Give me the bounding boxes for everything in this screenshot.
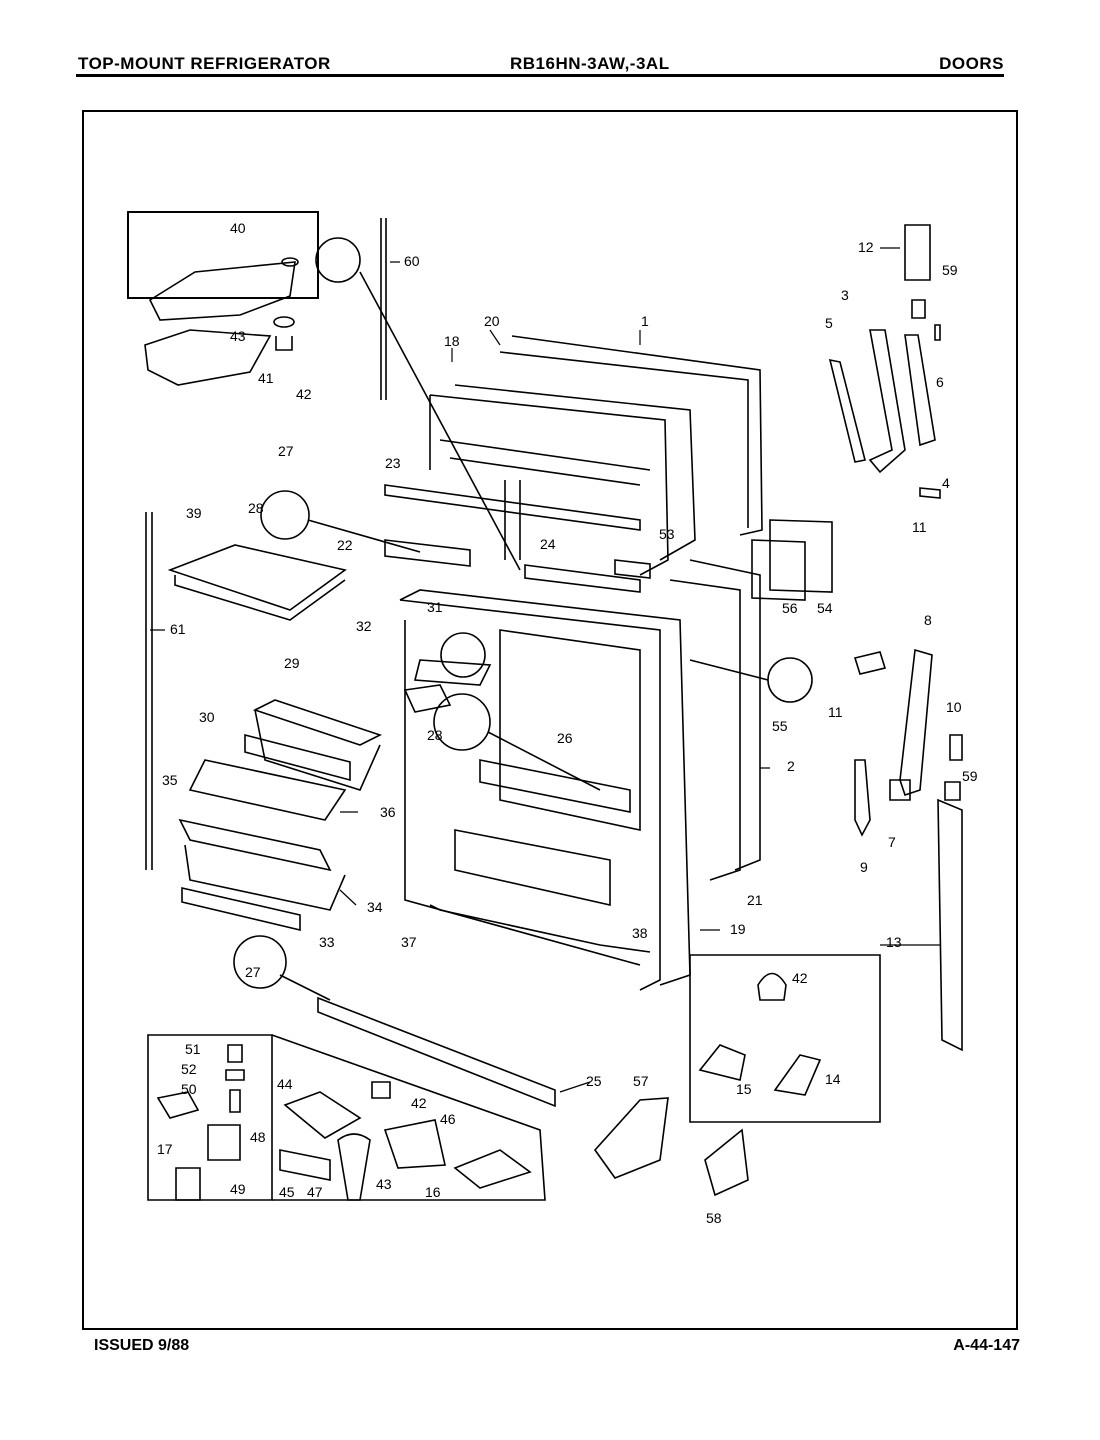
part-label-24: 24 xyxy=(540,536,556,552)
part-label-13: 13 xyxy=(886,934,902,950)
part-label-34: 34 xyxy=(367,899,383,915)
part-label-42-bottom: 42 xyxy=(411,1095,427,1111)
part-label-9: 9 xyxy=(860,859,868,875)
part-label-1: 1 xyxy=(641,313,649,329)
part-label-11-lower: 11 xyxy=(828,704,843,720)
part-label-39: 39 xyxy=(186,505,202,521)
part-label-45: 45 xyxy=(279,1184,295,1200)
part-label-55: 55 xyxy=(772,718,788,734)
part-label-53: 53 xyxy=(659,526,675,542)
part-label-25: 25 xyxy=(586,1073,602,1089)
part-label-54: 54 xyxy=(817,600,833,616)
part-label-29: 29 xyxy=(284,655,300,671)
diagram-frame xyxy=(82,110,1018,1330)
part-label-27-lower: 27 xyxy=(245,964,261,980)
part-label-57: 57 xyxy=(633,1073,649,1089)
part-label-22: 22 xyxy=(337,537,353,553)
part-label-18: 18 xyxy=(444,333,460,349)
part-label-59-lower: 59 xyxy=(962,768,978,784)
part-label-4: 4 xyxy=(942,475,950,491)
part-label-51: 51 xyxy=(185,1041,201,1057)
part-label-61: 61 xyxy=(170,621,186,637)
part-label-59-upper: 59 xyxy=(942,262,958,278)
diagram-code: A-44-147 xyxy=(953,1337,1020,1354)
part-label-46: 46 xyxy=(440,1111,456,1127)
part-label-2: 2 xyxy=(787,758,795,774)
part-label-11-upper: 11 xyxy=(912,519,927,535)
product-title: TOP-MOUNT REFRIGERATOR xyxy=(78,54,331,73)
part-label-31: 31 xyxy=(427,599,443,615)
part-label-27-upper: 27 xyxy=(278,443,294,459)
part-label-19: 19 xyxy=(730,921,746,937)
part-label-42-top: 42 xyxy=(296,386,312,402)
part-label-33: 33 xyxy=(319,934,335,950)
part-label-23: 23 xyxy=(385,455,401,471)
part-label-14: 14 xyxy=(825,1071,841,1087)
part-label-40: 40 xyxy=(230,220,246,236)
part-label-52: 52 xyxy=(181,1061,197,1077)
part-label-28-lower: 28 xyxy=(427,727,443,743)
part-label-26: 26 xyxy=(557,730,573,746)
part-label-41: 41 xyxy=(258,370,274,386)
part-label-32: 32 xyxy=(356,618,372,634)
part-label-8: 8 xyxy=(924,612,932,628)
part-label-50: 50 xyxy=(181,1081,197,1097)
part-label-38: 38 xyxy=(632,925,648,941)
diagram-drawing xyxy=(127,211,963,1201)
part-label-43-top: 43 xyxy=(230,328,246,344)
part-label-3: 3 xyxy=(841,287,849,303)
part-label-15: 15 xyxy=(736,1081,752,1097)
inset-box-hinge xyxy=(127,211,319,299)
part-label-56: 56 xyxy=(782,600,798,616)
part-label-17: 17 xyxy=(157,1141,173,1157)
part-label-12: 12 xyxy=(858,239,874,255)
part-label-49: 49 xyxy=(230,1181,246,1197)
part-label-43-bottom: 43 xyxy=(376,1176,392,1192)
part-label-47: 47 xyxy=(307,1184,323,1200)
part-label-37: 37 xyxy=(401,934,417,950)
part-label-28-upper: 28 xyxy=(248,500,264,516)
model-number: RB16HN-3AW,-3AL xyxy=(510,54,670,73)
leader-lines xyxy=(150,247,940,1093)
part-label-48: 48 xyxy=(250,1129,266,1145)
section-title: DOORS xyxy=(939,54,1004,73)
issued-date: ISSUED 9/88 xyxy=(94,1337,190,1354)
part-label-36: 36 xyxy=(380,804,396,820)
part-label-30: 30 xyxy=(199,709,215,725)
part-label-58: 58 xyxy=(706,1210,722,1226)
part-label-35: 35 xyxy=(162,772,178,788)
part-label-7: 7 xyxy=(888,834,896,850)
part-label-10: 10 xyxy=(946,699,962,715)
part-label-44: 44 xyxy=(277,1076,293,1092)
part-label-60: 60 xyxy=(404,253,420,269)
part-label-16: 16 xyxy=(425,1184,441,1200)
header-rule xyxy=(76,74,1004,77)
part-label-5: 5 xyxy=(825,315,833,331)
part-label-42-right: 42 xyxy=(792,970,808,986)
part-label-21: 21 xyxy=(747,892,763,908)
part-label-6: 6 xyxy=(936,374,944,390)
part-label-20: 20 xyxy=(484,313,500,329)
